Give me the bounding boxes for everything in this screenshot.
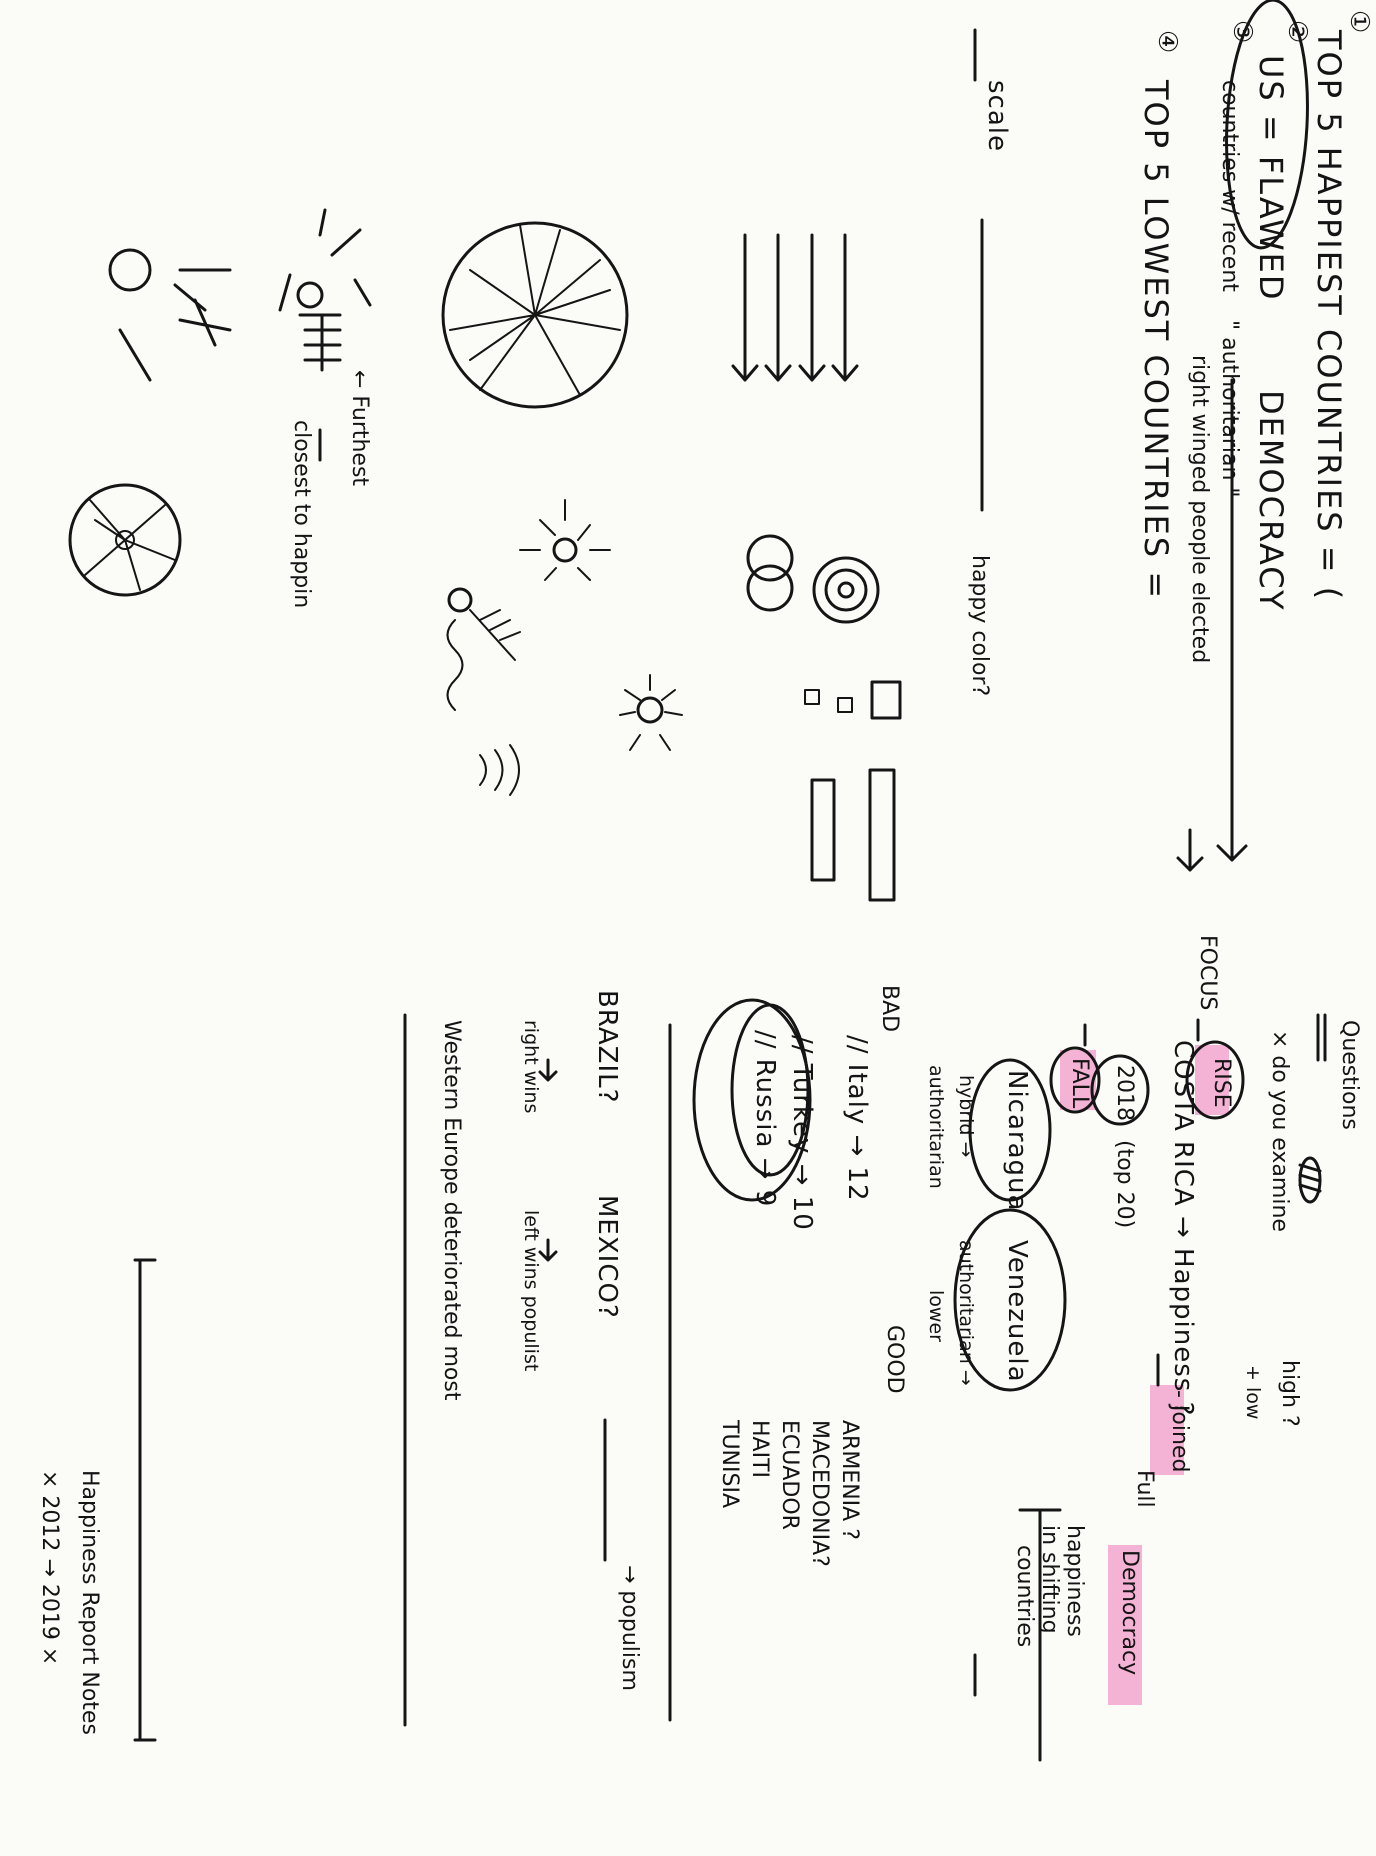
- person-mid-icon: [519, 499, 611, 581]
- small-wheel-icon: [68, 483, 182, 597]
- authoritarian-label: " authoritarian ": [1217, 320, 1242, 498]
- costa-rica-line: COSTA RICA → Happiness ?: [1168, 1040, 1198, 1417]
- scribble-icon: [1298, 1163, 1322, 1193]
- nicaragua-label: Nicaragua: [1002, 1070, 1032, 1212]
- num-2: ②: [1282, 20, 1312, 45]
- shifting-line-2: in shifting: [1037, 1525, 1062, 1634]
- bad-label: BAD: [877, 985, 902, 1033]
- person-squiggle-icon: [446, 587, 521, 711]
- fall-circle: [1049, 1046, 1101, 1114]
- q1-low: + low: [1242, 1365, 1264, 1420]
- questions-title: Questions: [1337, 1020, 1362, 1130]
- populism-label: → populism: [617, 1565, 642, 1691]
- sun-person-icon: [619, 674, 683, 751]
- num-1: ①: [1344, 10, 1374, 35]
- questions-underline: [1316, 1013, 1327, 1062]
- right-wins-arrow: [538, 1058, 558, 1082]
- small-circle-figure-icon: [108, 248, 232, 382]
- us-flawed-oval: [1225, 0, 1309, 250]
- lower-label: lower: [925, 1290, 947, 1342]
- four-arrows-icon: [731, 233, 859, 382]
- arrow-head-icon: [1216, 844, 1248, 862]
- q1-part1: × do you examine: [1267, 1030, 1292, 1232]
- turkey-label: // Turkey → 10: [787, 1035, 817, 1231]
- sound-waves-icon: [479, 744, 520, 796]
- highlight-rise: [1195, 1045, 1229, 1115]
- q1-high: high ?: [1277, 1360, 1302, 1427]
- nicaragua-circle: [968, 1058, 1052, 1202]
- arrow-head-icon: [1176, 856, 1204, 872]
- mexico-label: MEXICO?: [592, 1195, 622, 1319]
- good-macedonia: MACEDONIA?: [807, 1420, 832, 1567]
- person-far-icon: [278, 208, 372, 462]
- num-4: ④: [1152, 30, 1182, 55]
- fall-label: FALL: [1067, 1058, 1092, 1109]
- brazil-label: BRAZIL?: [592, 990, 622, 1104]
- concentric-circles-icon: [812, 556, 880, 624]
- joined-label: - Joined: [1167, 1390, 1192, 1473]
- full-label: Full: [1132, 1470, 1157, 1508]
- rise-circle: [1185, 1040, 1245, 1120]
- bars-icon: [810, 768, 896, 902]
- authoritarian-left-label: authoritarian: [925, 1065, 947, 1189]
- wheel-sketch-icon: [441, 221, 629, 409]
- countries-recent-label: countries w/ recent: [1217, 80, 1242, 292]
- year-2018-label: 2018: [1112, 1065, 1137, 1121]
- happy-color-label: happy color?: [967, 555, 992, 697]
- left-wins-arrow: [538, 1238, 558, 1262]
- top-happiest-heading: TOP 5 HAPPIEST COUNTRIES = (: [1310, 30, 1348, 602]
- italy-label: // Italy → 12: [842, 1035, 872, 1202]
- western-europe-label: Western Europe deteriorated most: [439, 1020, 464, 1401]
- us-flawed-label: US = FLAWED: [1252, 55, 1290, 302]
- furthest-label: ← Furthest: [347, 370, 372, 487]
- good-armenia: ARMENIA ?: [837, 1420, 862, 1540]
- squares-icon: [804, 680, 902, 720]
- focus-label: FOCUS: [1195, 935, 1220, 1011]
- shifting-bracket: [1018, 1508, 1062, 1762]
- venezuela-label: Venezuela: [1002, 1240, 1032, 1383]
- good-ecuador: ECUADOR: [777, 1420, 802, 1530]
- top-lowest-heading: TOP 5 LOWEST COUNTRIES =: [1137, 80, 1175, 601]
- good-haiti: HAITI: [747, 1420, 772, 1479]
- authoritarian-arrow-label: authoritarian →: [955, 1240, 977, 1386]
- highlight-fall: [1060, 1050, 1096, 1110]
- overlapping-circles-icon: [746, 534, 794, 612]
- year-circle: [1090, 1054, 1150, 1126]
- right-wins-label: right wins: [520, 1020, 542, 1114]
- scale-label: scale: [982, 80, 1012, 152]
- shifting-line-1: happiness: [1062, 1525, 1087, 1637]
- venezuela-circle: [953, 1208, 1067, 1392]
- num-3: ③: [1227, 20, 1257, 45]
- footer-years: × 2012 → 2019 ×: [37, 1470, 62, 1666]
- hybrid-label: hybrid →: [955, 1075, 977, 1158]
- russia-label: // Russia → 9: [750, 1030, 780, 1208]
- footer-title: Happiness Report Notes: [77, 1470, 102, 1735]
- closest-label: closest to happin: [289, 420, 314, 609]
- highlight-democracy: [1108, 1545, 1142, 1705]
- right-winged-label: right winged people elected: [1187, 355, 1212, 664]
- italy-turkey-circle: [692, 998, 812, 1202]
- democracy-label: DEMOCRACY: [1252, 390, 1290, 612]
- footer-bracket: [133, 1258, 157, 1742]
- top20-label: (top 20): [1112, 1140, 1137, 1229]
- democracy-label-right: Democracy: [1117, 1550, 1142, 1676]
- highlight-joined: [1150, 1385, 1184, 1475]
- left-wins-label: left wins populist: [520, 1210, 542, 1372]
- shifting-line-3: countries: [1012, 1545, 1037, 1648]
- good-tunisia: TUNISIA: [717, 1420, 742, 1508]
- good-label: GOOD: [882, 1325, 907, 1394]
- rise-label: RISE: [1209, 1058, 1234, 1108]
